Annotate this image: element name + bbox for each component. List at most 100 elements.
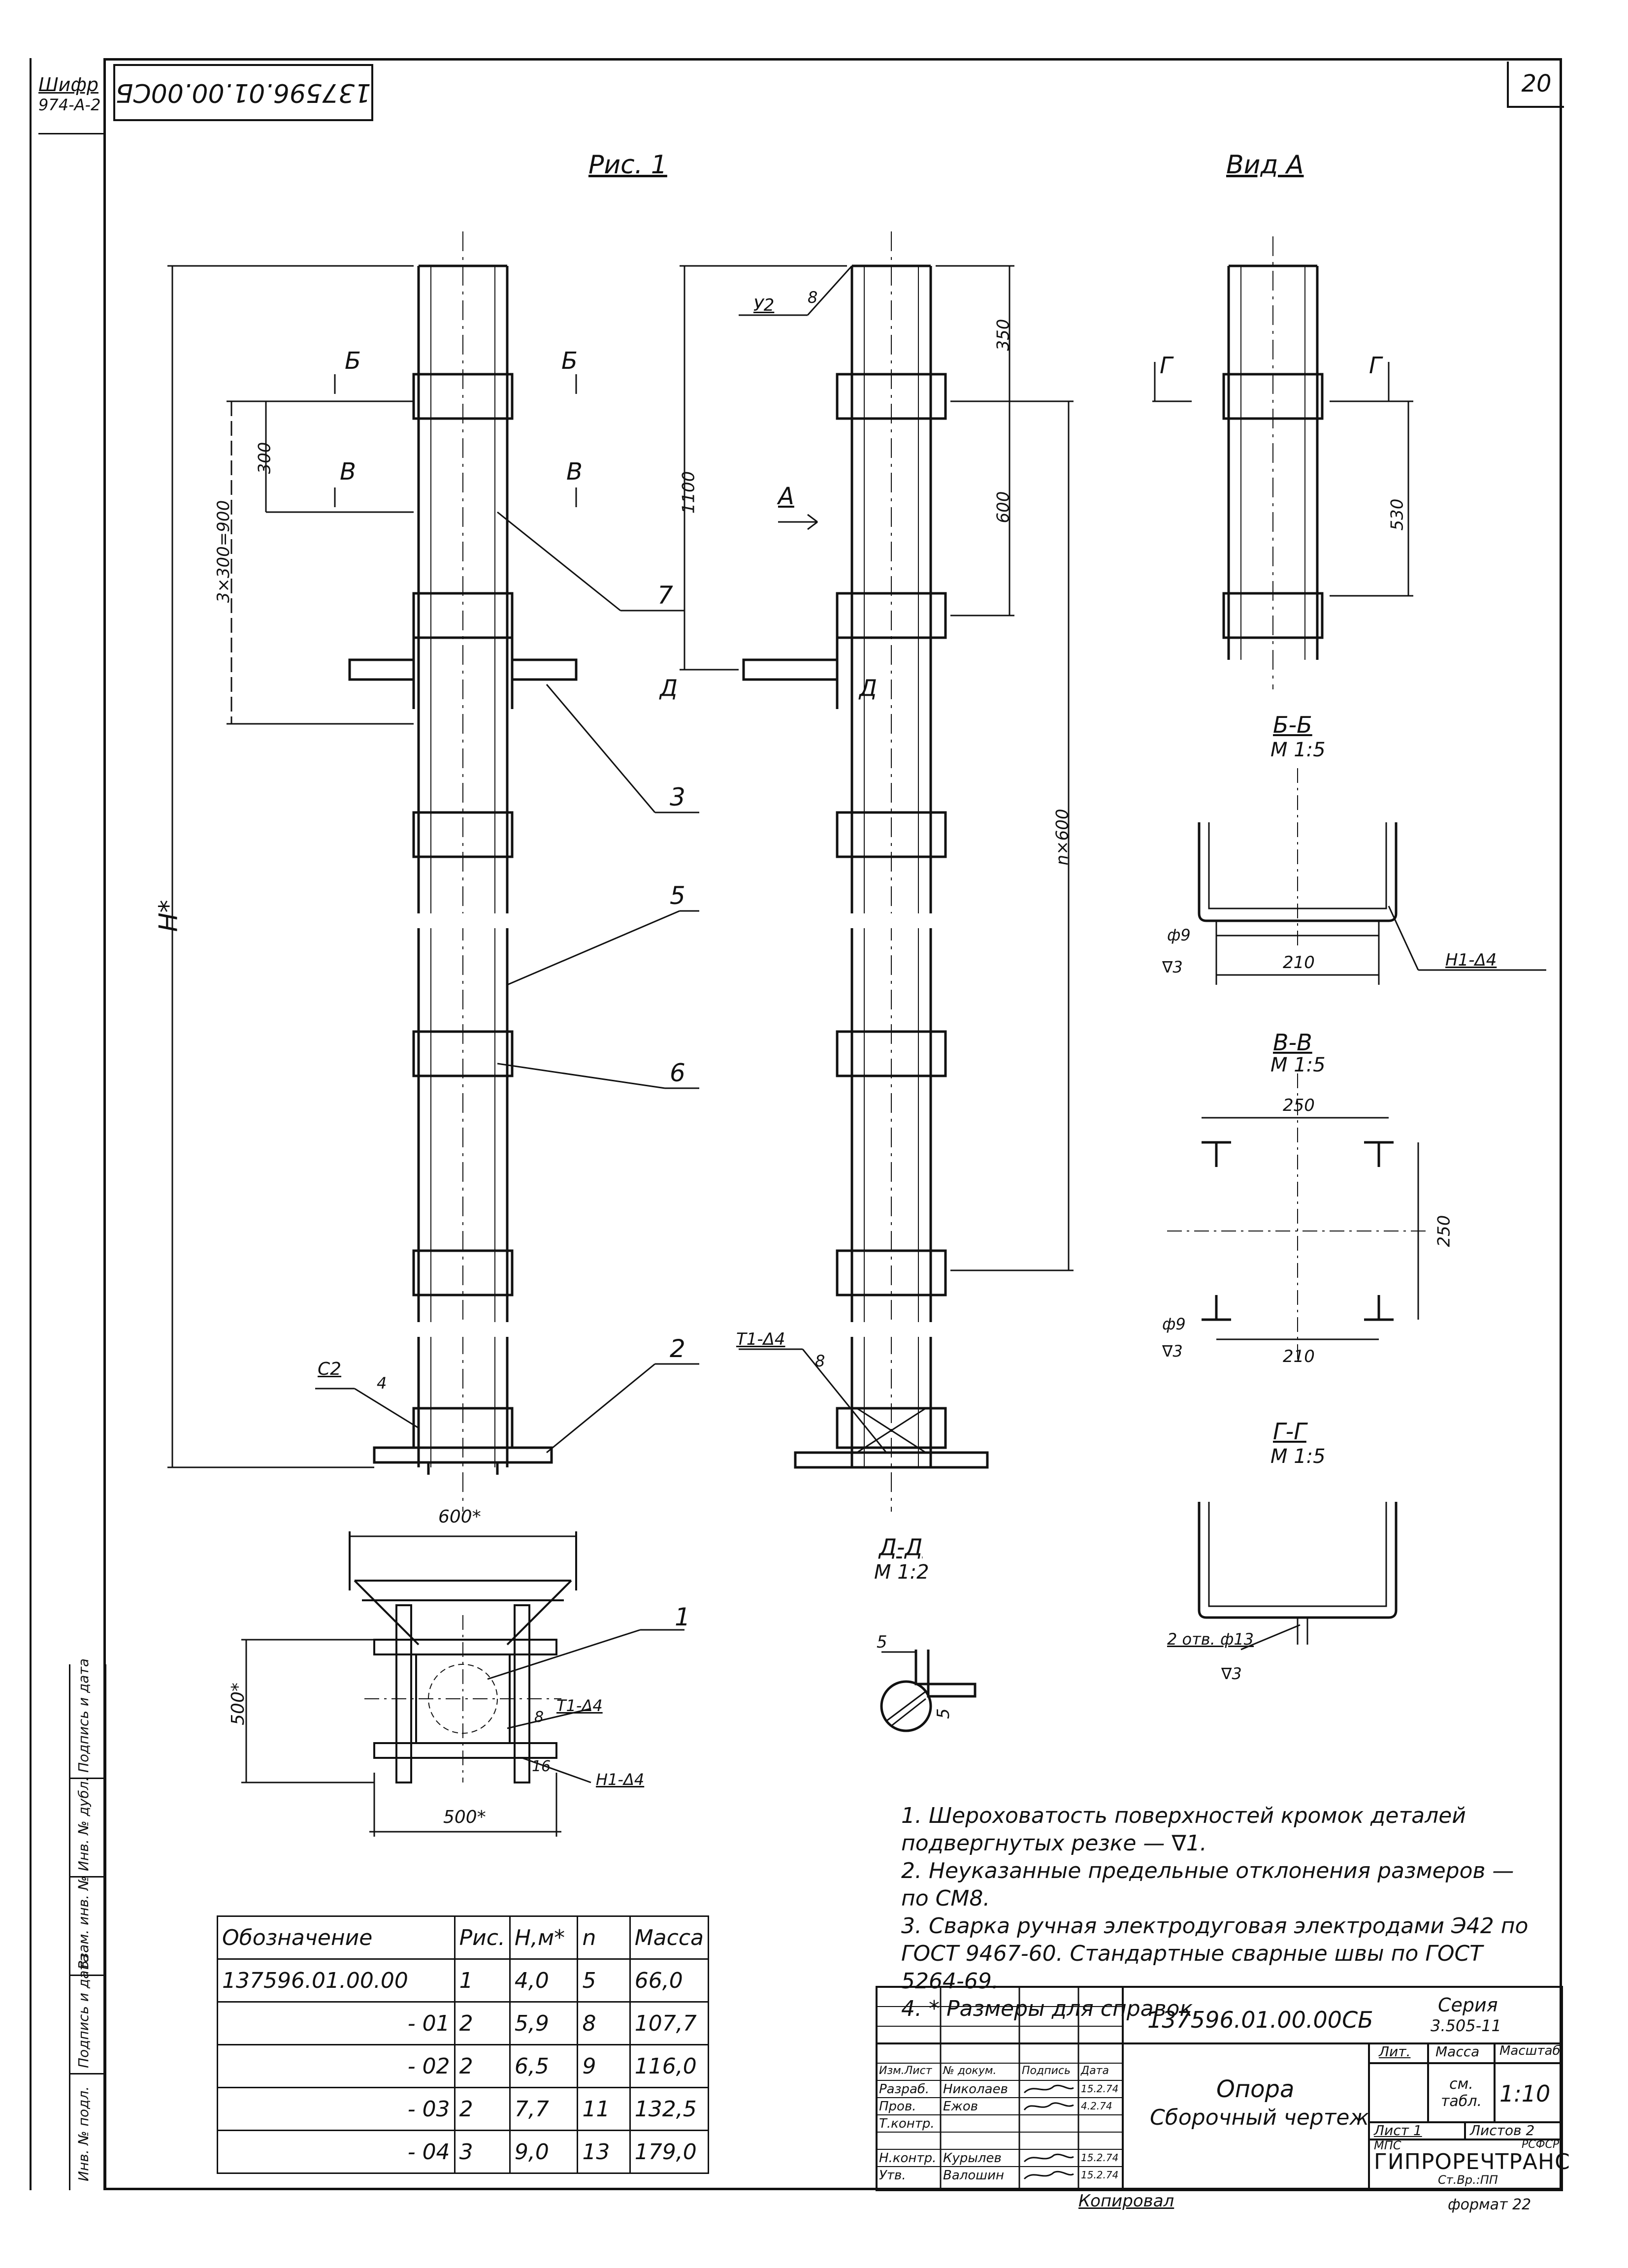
spec-header: Масса	[629, 1915, 710, 1960]
tb-mass-value: см. табл.	[1440, 2075, 1482, 2110]
spec-header: Рис.	[454, 1915, 511, 1960]
caption-bb-scale: М 1:5	[1270, 739, 1326, 761]
tb-name-2: Ежов	[943, 2099, 978, 2114]
spec-cell: - 01	[217, 2001, 456, 2045]
pos-6: 6	[670, 1059, 685, 1087]
tb-date-0: Дата	[1081, 2065, 1109, 2077]
dim-600: 600	[993, 491, 1013, 523]
caption-fig1: Рис. 1	[588, 150, 667, 180]
spec-cell: 66,0	[629, 1958, 710, 2003]
tb-date-2: 4.2.74	[1081, 2100, 1112, 2112]
tb-lit: Лит.	[1379, 2043, 1411, 2060]
label-d-left: Д	[660, 675, 678, 701]
column-left	[348, 231, 578, 1512]
title-block-lines	[876, 1986, 1563, 2191]
label-v-left: В	[340, 458, 356, 486]
spec-cell: 2	[454, 2001, 511, 2045]
dim-530: 530	[1387, 498, 1407, 531]
label-weld-8c: 8	[534, 1709, 544, 1726]
table-row: - 01 2 5,9 8 107,7	[217, 2001, 710, 2045]
section-gg-drawing	[1198, 1502, 1398, 1651]
table-row: 137596.01.00.00 1 4,0 5 66,0	[217, 1958, 710, 2003]
label-weld-8: 8	[808, 288, 818, 307]
label-b-left: Б	[345, 347, 361, 375]
spec-cell: 3	[454, 2130, 511, 2174]
spec-cell: 137596.01.00.00	[217, 1958, 456, 2003]
label-weld-8b: 8	[815, 1352, 825, 1370]
pos-5: 5	[670, 881, 685, 910]
tb-role-6: Утв.	[879, 2168, 906, 2183]
dim-3x300: 3×300=900	[214, 500, 234, 603]
tb-org: ГИПРОРЕЧТРАНС	[1374, 2149, 1570, 2174]
dim-600s: 600*	[438, 1507, 481, 1527]
sheet-number: 20	[1521, 70, 1552, 97]
spec-cell: 4,0	[509, 1958, 579, 2003]
binding-strip	[30, 58, 103, 2190]
tb-role-1: Разраб.	[879, 2082, 930, 2097]
note-4: 4. * Размеры для справок.	[901, 1996, 1200, 2021]
spec-cell: 7,7	[509, 2087, 579, 2131]
cipher-value: 974-А-2	[38, 96, 101, 114]
cipher-box: Шифр 974-А-2	[38, 74, 103, 134]
view-a-drawing	[1152, 236, 1413, 689]
bb-h1-d4: Н1-Δ4	[1445, 950, 1497, 970]
dd-5b: 5	[933, 1708, 953, 1719]
bb-dim-210: 210	[1283, 953, 1315, 972]
spec-cell: 9	[577, 2044, 631, 2088]
vv-dim-210: 210	[1283, 1347, 1315, 1366]
tb-title-1: Опора	[1216, 2075, 1295, 2103]
caption-vv-scale: М 1:5	[1270, 1054, 1326, 1076]
tb-role-2: Пров.	[879, 2099, 916, 2114]
section-vv-drawing	[1167, 1073, 1428, 1359]
spec-header-row: Обозначение Рис. Н,м* n Масса	[217, 1915, 710, 1960]
pos-7: 7	[657, 581, 673, 610]
caption-dd: Д-Д	[879, 1534, 923, 1560]
spec-cell: 179,0	[629, 2130, 710, 2174]
spec-header: n	[577, 1915, 631, 1960]
vv-phi9: ф9	[1162, 1315, 1186, 1333]
caption-vv: В-В	[1273, 1029, 1312, 1056]
tb-sheets: Листов 2	[1470, 2122, 1535, 2138]
section-dd-drawing	[880, 1650, 977, 1732]
format-label: формат 22	[1448, 2196, 1531, 2213]
dd-5a: 5	[877, 1632, 887, 1652]
spec-cell: 107,7	[629, 2001, 710, 2045]
tb-scale-value: 1:10	[1499, 2080, 1551, 2107]
spec-cell: 132,5	[629, 2087, 710, 2131]
label-g-left: Г	[1160, 352, 1172, 379]
bb-phi9: ф9	[1167, 926, 1191, 944]
spec-cell: 2	[454, 2087, 511, 2131]
tb-date-5: 15.2.74	[1081, 2152, 1119, 2164]
spec-header: Н,м*	[509, 1915, 579, 1960]
vv-dim-250-top: 250	[1283, 1096, 1315, 1115]
tb-scale-label: Масштаб	[1499, 2043, 1561, 2058]
spec-header: Обозначение	[217, 1915, 456, 1960]
dim-500s-left: 500*	[228, 1683, 248, 1725]
tb-date-1: 15.2.74	[1081, 2083, 1119, 2095]
note-2: 2. Неуказанные предельные отклонения раз…	[901, 1858, 1514, 1911]
label-g-right: Г	[1369, 352, 1382, 379]
tb-name-6: Валошин	[943, 2168, 1004, 2183]
spec-cell: 116,0	[629, 2044, 710, 2088]
tb-name-0: № докум.	[943, 2065, 997, 2077]
spec-cell: 9,0	[509, 2130, 579, 2174]
spec-cell: 1	[454, 1958, 511, 2003]
note-1: 1. Шероховатость поверхностей кромок дет…	[901, 1803, 1466, 1856]
label-y2: У2	[753, 295, 775, 315]
signatures	[1023, 2084, 1074, 2180]
spec-table: Обозначение Рис. Н,м* n Масса 137596.01.…	[217, 1915, 710, 2174]
note-3: 3. Сварка ручная электродуговая электрод…	[901, 1913, 1529, 1994]
column-right	[742, 231, 989, 1512]
spec-cell: 13	[577, 2130, 631, 2174]
table-row: - 03 2 7,7 11 132,5	[217, 2087, 710, 2131]
spec-cell: 11	[577, 2087, 631, 2131]
label-v-right: В	[566, 458, 583, 486]
tb-title-2: Сборочный чертеж	[1150, 2105, 1369, 2130]
spec-cell: - 02	[217, 2044, 456, 2088]
tb-role-3: Т.контр.	[879, 2116, 935, 2131]
side-stamp-column: Подпись и дата Инв. № дубл. Взам. инв. №…	[69, 1658, 106, 2190]
caption-dd-scale: М 1:2	[874, 1561, 929, 1584]
bb-rough3: ∇3	[1162, 958, 1183, 976]
table-row: - 04 3 9,0 13 179,0	[217, 2130, 710, 2174]
